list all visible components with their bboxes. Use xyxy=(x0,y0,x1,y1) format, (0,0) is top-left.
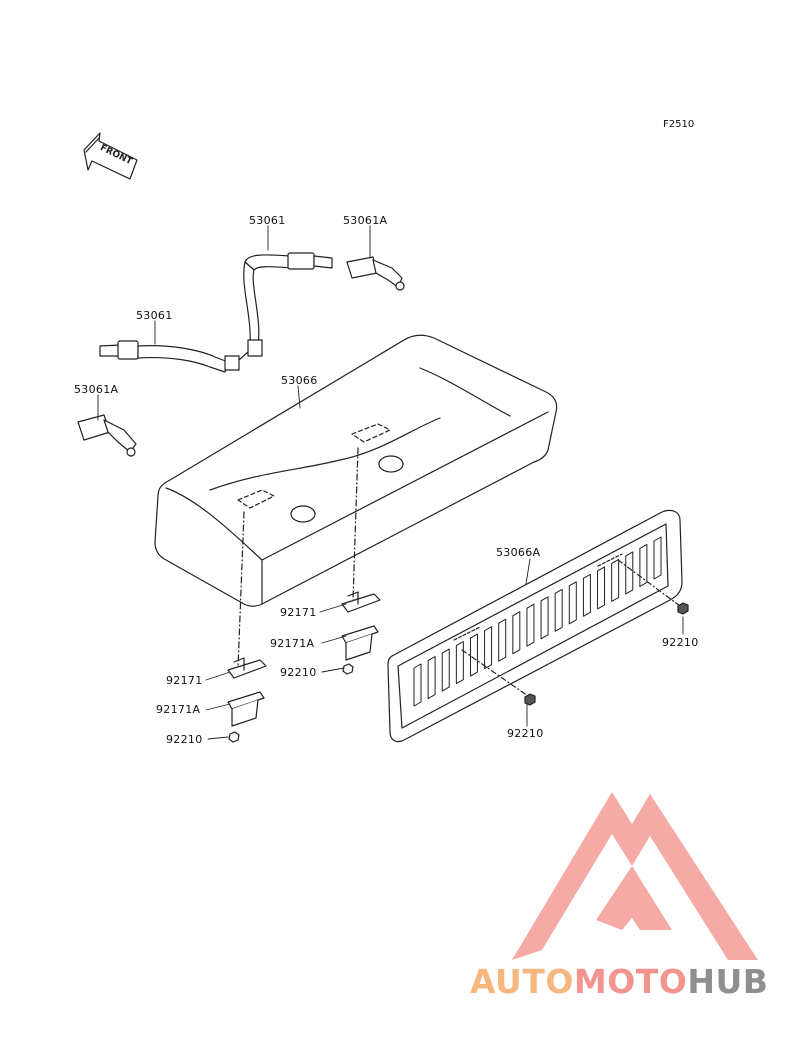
label-53061-left: 53061 xyxy=(136,309,173,322)
label-53061a-upper: 53061A xyxy=(343,214,388,227)
nut-left-bracket-icon xyxy=(228,731,240,743)
figure-code: F2510 xyxy=(663,119,695,130)
vent-slot xyxy=(526,603,535,647)
front-arrow-icon: FRONT xyxy=(83,132,138,180)
leader-lines xyxy=(97,225,684,740)
backrest-panel xyxy=(387,509,683,743)
vent-slot xyxy=(653,536,662,580)
label-53066a: 53066A xyxy=(496,546,541,559)
vent-slot xyxy=(427,656,436,700)
vent-slot xyxy=(512,611,521,655)
nut-backrest-center-icon xyxy=(524,693,536,706)
label-92171-left: 92171 xyxy=(166,674,203,687)
seat-belt-left xyxy=(99,340,249,373)
watermark-text: AUTOMOTOHUB xyxy=(470,962,768,1001)
fastener-axis-left xyxy=(237,511,245,669)
vent-slot xyxy=(639,543,648,587)
vent-slot xyxy=(498,618,507,662)
bracket-right xyxy=(341,591,381,613)
label-92171a-left: 92171A xyxy=(156,703,201,716)
label-92171-right: 92171 xyxy=(280,606,317,619)
watermark-part-auto: AUTO xyxy=(470,962,574,1001)
vent-slot xyxy=(441,648,450,692)
buckle-right xyxy=(346,256,405,291)
vent-slot xyxy=(413,663,422,707)
vent-slot xyxy=(611,558,620,602)
bracket-plate-right xyxy=(341,625,379,661)
label-53061-upper: 53061 xyxy=(249,214,286,227)
label-53066: 53066 xyxy=(281,374,318,387)
vent-slot xyxy=(568,581,577,625)
vent-slot xyxy=(484,626,493,670)
vent-slot xyxy=(625,551,634,595)
vent-slot xyxy=(554,588,563,632)
bracket-left xyxy=(227,657,267,679)
watermark-part-hub: HUB xyxy=(687,962,769,1001)
label-92210-backrest-right: 92210 xyxy=(662,636,699,649)
automotohub-logo-icon xyxy=(512,792,758,960)
buckle-left xyxy=(77,414,137,457)
seat-cushion xyxy=(154,334,558,607)
watermark-part-moto: MOTO xyxy=(573,962,688,1001)
seat-belt-right xyxy=(243,252,333,357)
label-92210-backrest-center: 92210 xyxy=(507,727,544,740)
fastener-axis-right xyxy=(352,447,359,601)
label-92210-left-bracket: 92210 xyxy=(166,733,203,746)
vent-slot xyxy=(455,641,464,685)
nut-backrest-right-icon xyxy=(677,602,689,615)
label-92210-right-bracket: 92210 xyxy=(280,666,317,679)
label-53061a-left: 53061A xyxy=(74,383,119,396)
bracket-plate-left xyxy=(227,691,265,727)
vent-slot xyxy=(540,596,549,640)
vent-slot xyxy=(582,573,591,617)
label-92171a-right: 92171A xyxy=(270,637,315,650)
vent-slot xyxy=(469,633,478,677)
vent-slot xyxy=(597,566,606,610)
nut-right-bracket-icon xyxy=(342,663,354,675)
